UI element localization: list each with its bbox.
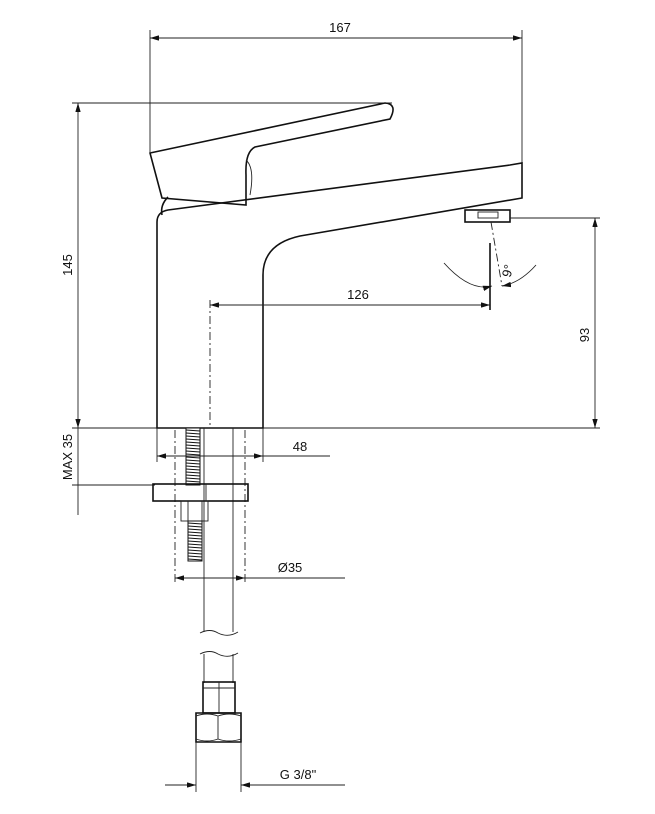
thread-mark xyxy=(187,558,203,561)
thread-mark xyxy=(185,441,201,444)
thread-mark xyxy=(187,525,203,528)
mounting-plate xyxy=(152,483,249,502)
dimension-label: 167 xyxy=(329,20,351,35)
thread-mark xyxy=(185,456,201,459)
thread-mark xyxy=(187,540,203,543)
thread-mark xyxy=(185,474,201,477)
dimension-jet-angle: 9° xyxy=(443,221,537,310)
dimension-label: 48 xyxy=(293,439,307,454)
dimension-label: MAX 35 xyxy=(60,434,75,480)
dimension-base-diameter: 48 xyxy=(157,439,330,459)
thread-mark xyxy=(185,432,201,435)
supply-hose xyxy=(195,630,242,743)
thread-mark xyxy=(185,468,201,471)
thread-mark xyxy=(187,543,203,546)
dimension-max-deck-thickness: MAX 35 xyxy=(60,428,155,515)
thread-mark xyxy=(187,522,203,525)
dimension-label: 93 xyxy=(577,328,592,342)
thread-mark xyxy=(185,471,201,474)
dimension-label: 126 xyxy=(347,287,369,302)
dimension-spout-height: 93 xyxy=(510,217,600,428)
dimension-label: G 3/8" xyxy=(280,767,317,782)
thread-mark xyxy=(187,552,203,555)
thread-mark xyxy=(185,450,201,453)
thread-mark xyxy=(185,438,201,441)
mounting-assembly xyxy=(152,427,264,632)
dimension-label: Ø35 xyxy=(278,560,303,575)
lever-handle xyxy=(149,102,394,206)
thread-mark xyxy=(185,465,201,468)
thread-mark xyxy=(187,546,203,549)
thread-mark xyxy=(185,444,201,447)
thread-mark xyxy=(187,549,203,552)
thread-mark xyxy=(185,429,201,432)
thread-mark xyxy=(187,534,203,537)
dimension-label: 145 xyxy=(60,254,75,276)
thread-mark xyxy=(185,435,201,438)
thread-mark xyxy=(185,462,201,465)
thread-mark xyxy=(187,537,203,540)
thread-mark xyxy=(187,531,203,534)
dimension-spout-reach: 126 xyxy=(209,287,490,428)
dimension-label: 9° xyxy=(499,263,517,279)
thread-mark xyxy=(185,459,201,462)
dimension-hole-diameter: Ø35 xyxy=(175,560,345,581)
thread-mark xyxy=(185,453,201,456)
thread-mark xyxy=(185,447,201,450)
dimension-connection-thread: G 3/8" xyxy=(165,742,345,792)
thread-mark xyxy=(185,477,201,480)
aerator xyxy=(464,209,511,223)
dimension-overall-length: 167 xyxy=(149,20,523,165)
thread-mark xyxy=(187,528,203,531)
dimension-overall-height: 145 xyxy=(60,102,392,428)
hex-nut xyxy=(195,712,242,743)
thread-mark xyxy=(185,480,201,483)
thread-mark xyxy=(187,555,203,558)
